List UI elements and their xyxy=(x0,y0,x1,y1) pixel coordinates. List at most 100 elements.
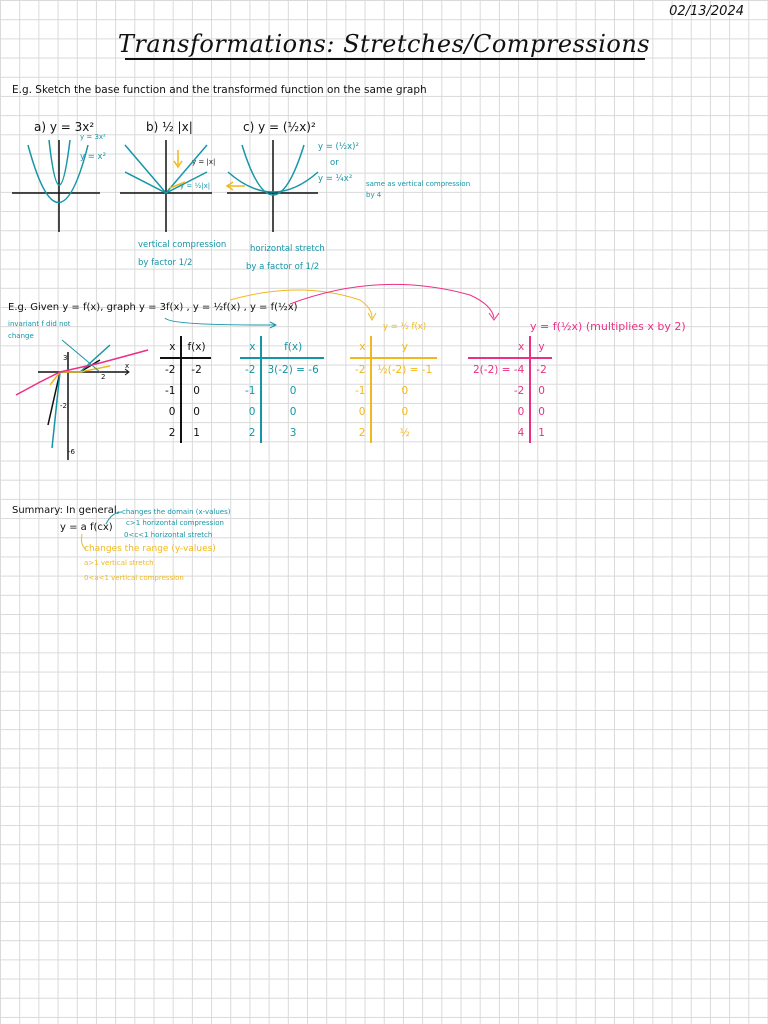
example1-instruction: E.g. Sketch the base function and the tr… xyxy=(12,84,427,96)
table-cell-y: 0 xyxy=(401,405,409,418)
table-header-y: f(x) xyxy=(261,336,324,359)
example-c-label: c) y = (½x)² xyxy=(243,120,316,134)
table-cell-x: 0 xyxy=(240,401,263,422)
table-cell-y: 1 xyxy=(193,426,200,439)
summary-c-line-2: c>1 horizontal compression xyxy=(126,519,224,527)
table-cell-x: 0 xyxy=(468,401,532,422)
table-cell-x: 2 xyxy=(350,422,373,443)
table-cell-x: -2 xyxy=(240,358,263,380)
table-row: -2 ½(-2) = -1 xyxy=(350,358,437,380)
example-b-note-1: vertical compression xyxy=(138,240,227,250)
axis-y-top-label: 3 xyxy=(63,354,68,362)
table-cell-y: 1 xyxy=(538,426,545,439)
axis-y-mid-label: -2 xyxy=(60,402,67,410)
table-cell-y: 0 xyxy=(193,405,200,418)
table-row: -1 0 xyxy=(160,380,211,401)
table-row: -1 0 xyxy=(240,380,324,401)
invariant-note-1: invariant f did not xyxy=(8,320,71,328)
table-cell-x: -1 xyxy=(350,380,373,401)
table-header-x: x xyxy=(350,336,373,359)
example2-statement: E.g. Given y = f(x), graph y = 3f(x) , y… xyxy=(8,302,298,313)
table-cell-x: 0 xyxy=(160,401,183,422)
table-cell-y: 0 xyxy=(193,384,200,397)
table-header-y: f(x) xyxy=(181,336,211,359)
yellow-function-label: y = ½ f(x) xyxy=(383,322,427,332)
table-row: 2(-2) = -4 -2 xyxy=(468,358,552,380)
curve-half-absx-label: y = ½|x| xyxy=(180,182,211,190)
curve-halfx-squared-label: y = (½x)² xyxy=(318,142,359,152)
table-cell-x: -2 xyxy=(160,358,183,380)
table-cell-x: -1 xyxy=(240,380,263,401)
table-cell-y: ½(-2) = -1 xyxy=(377,363,433,376)
curve-quarter-x2-label: y = ¼x² xyxy=(318,174,353,184)
curve-x2-label: y = x² xyxy=(80,152,106,162)
table-cell-x: 0 xyxy=(350,401,373,422)
table-header-y: y xyxy=(371,336,438,359)
table-cell-y: -2 xyxy=(536,363,547,376)
table-cell-x: -1 xyxy=(160,380,183,401)
example-c-note-2: by a factor of 1/2 xyxy=(246,262,320,272)
date-text: 02/13/2024 xyxy=(669,4,744,19)
table-cell-x: -2 xyxy=(350,358,373,380)
page-title: Transformations: Stretches/Compressions xyxy=(117,30,651,58)
table-header-x: x xyxy=(240,336,263,359)
table-header-x: x xyxy=(160,336,183,359)
summary-c-line-3: 0<c<1 horizontal stretch xyxy=(124,531,213,539)
table-header-x: x xyxy=(468,336,532,359)
table-row: -2 -2 xyxy=(160,358,211,380)
same-as-note-1: same as vertical compression xyxy=(366,180,471,188)
table-header-y: y xyxy=(530,336,552,359)
table-cell-y: ½ xyxy=(399,426,410,439)
table-cell-y: 3 xyxy=(289,426,297,439)
table-cell-x: 2(-2) = -4 xyxy=(468,358,532,380)
summary-a-line-1: changes the range (y-values) xyxy=(84,544,216,554)
table-cell-y: 3(-2) = -6 xyxy=(267,363,319,376)
summary-formula: y = a f(cx) xyxy=(60,522,113,533)
or-text: or xyxy=(330,158,339,168)
table-cell-y: 0 xyxy=(401,384,409,397)
table-cell-y: 0 xyxy=(289,405,297,418)
invariant-note-2: change xyxy=(8,332,34,340)
table-cell-x: 4 xyxy=(468,422,532,443)
table-cell-y: -2 xyxy=(191,363,202,376)
example-b-note-2: by factor 1/2 xyxy=(138,258,193,268)
table-row: -1 0 xyxy=(350,380,437,401)
table-cell-x: -2 xyxy=(468,380,532,401)
axis-x-right-label: 2 xyxy=(101,373,106,381)
title-underline xyxy=(125,58,645,60)
table-cell-x: 2 xyxy=(160,422,183,443)
same-as-note-2: by 4 xyxy=(366,191,382,199)
table-cell-y: 0 xyxy=(289,384,297,397)
table-cell-x: 2 xyxy=(240,422,263,443)
table-cell-y: 0 xyxy=(538,405,545,418)
axis-y-bottom-label: -6 xyxy=(68,448,75,456)
pink-function-label: y = f(½x) (multiplies x by 2) xyxy=(530,320,686,333)
table-row: -2 3(-2) = -6 xyxy=(240,358,324,380)
curve-3x2-label: y = 3x² xyxy=(80,133,106,141)
example-a-label: a) y = 3x² xyxy=(34,120,95,134)
example-c-note-1: horizontal stretch xyxy=(250,244,325,254)
summary-c-line-1: changes the domain (x-values) xyxy=(122,508,231,516)
summary-heading: Summary: In general, xyxy=(12,505,120,516)
curve-absx-label: y = |x| xyxy=(192,158,216,166)
table-row: -2 0 xyxy=(468,380,552,401)
summary-a-line-3: 0<a<1 vertical compression xyxy=(84,574,184,582)
table-cell-y: 0 xyxy=(538,384,545,397)
axis-x-label: x xyxy=(125,362,130,370)
